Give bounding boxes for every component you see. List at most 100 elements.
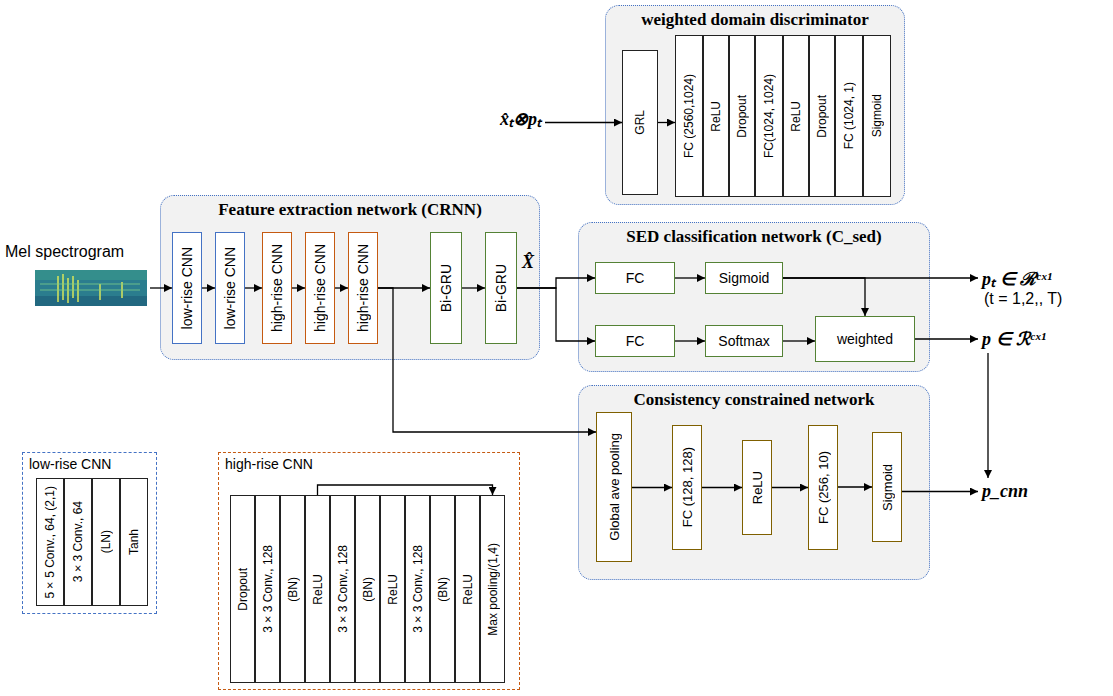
layer-label: weighted — [837, 331, 893, 347]
group-title: weighted domain discriminator — [605, 10, 905, 30]
layer-box: Dropout — [230, 495, 255, 683]
layer-label: (LN) — [99, 530, 113, 553]
layer-box: weighted — [815, 316, 915, 362]
group-title: SED classification network (C_sed) — [578, 227, 930, 247]
signal-label: p ∈ ℛᶜˣ¹ — [982, 328, 1046, 350]
layer-label: Global ave pooling — [607, 433, 622, 541]
legend-panel: low-rise CNN 5×5 Conv., 64, (2,1) 3×3 Conv… — [22, 452, 157, 614]
layer-box: Bi-GRU — [485, 232, 517, 344]
network-group: Consistency constrained networkGlobal av… — [578, 385, 930, 580]
layer-box: high-rise CNN — [348, 232, 378, 344]
input-arrow — [545, 122, 622, 123]
connector-arrow — [783, 278, 865, 316]
layer-box: low-rise CNN — [215, 232, 245, 344]
spectrogram-image — [35, 270, 147, 306]
layer-label: Dropout — [236, 568, 250, 611]
layer-box: Global ave pooling — [596, 412, 632, 562]
layer-label: 3×3 Conv., 64 — [71, 501, 85, 582]
layer-box: FC — [595, 262, 675, 294]
layer-label: ReLU — [386, 574, 400, 605]
layer-label: Softmax — [718, 333, 769, 349]
connector-arrow — [783, 340, 815, 341]
layer-box: FC — [595, 325, 675, 357]
output-arrow — [915, 338, 978, 339]
layer-label: ReLU — [311, 574, 325, 605]
layer-label: (BN) — [286, 577, 300, 602]
layer-box: (LN) — [92, 478, 120, 606]
connector-arrow — [245, 287, 262, 288]
layer-label: Max pooling/(1,4) — [486, 543, 500, 636]
signal-label: p_cnn — [982, 481, 1028, 502]
connector-arrow — [335, 287, 348, 288]
layer-box: 3×3 Conv., 128 — [405, 495, 430, 683]
connector-arrow — [658, 122, 675, 123]
layer-box: Dropout — [729, 35, 755, 197]
layer-label: (BN) — [436, 577, 450, 602]
layer-box: 3×3 Conv., 128 — [330, 495, 355, 683]
signal-label: pₜ ∈ ℛᶜˣ¹ — [982, 266, 1052, 290]
layer-box: Sigmoid — [872, 432, 902, 542]
connector-arrow — [838, 486, 872, 487]
network-group: SED classification network (C_sed) FC Sigm… — [578, 222, 930, 372]
layer-label: Dropout — [735, 95, 749, 138]
layer-box: high-rise CNN — [305, 232, 335, 344]
network-group: Feature extraction network (CRNN) low-ris… — [160, 195, 540, 360]
connector-arrow — [517, 288, 595, 341]
signal-label: (t = 1,2,, T) — [984, 290, 1062, 308]
connector-arrow — [675, 340, 705, 341]
layer-box: (BN) — [280, 495, 305, 683]
layer-label: ReLU — [709, 101, 723, 132]
layer-box: ReLU — [455, 495, 480, 683]
layer-label: 3×3 Conv., 128 — [336, 545, 350, 633]
input-label: Mel spectrogram — [5, 243, 124, 261]
input-arrow — [150, 287, 172, 288]
layer-label: 5×5 Conv., 64, (2,1) — [43, 486, 57, 599]
connector-arrow — [702, 487, 742, 488]
output-arrow — [783, 277, 978, 278]
layer-label: FC (1024, 1) — [842, 82, 856, 149]
layer-box: FC (128, 128) — [672, 425, 702, 550]
layer-label: low-rise CNN — [179, 247, 195, 329]
layer-box: ReLU — [305, 495, 330, 683]
connector-arrow — [462, 287, 485, 288]
layer-box: ReLU — [742, 440, 772, 535]
layer-label: FC(1024, 1024) — [762, 74, 776, 158]
layer-label: (BN) — [361, 577, 375, 602]
layer-box: Dropout — [809, 35, 835, 197]
layer-box: 3×3 Conv., 128 — [255, 495, 280, 683]
output-arrow — [987, 353, 988, 478]
layer-box: Sigmoid — [705, 262, 783, 294]
layer-label: ReLU — [461, 574, 475, 605]
layer-label: high-rise CNN — [355, 244, 371, 332]
layer-label: Dropout — [815, 95, 829, 138]
layer-label: ReLU — [750, 471, 765, 504]
output-arrow — [902, 491, 978, 492]
layer-label: FC (256, 10) — [816, 451, 831, 524]
connector-arrow — [517, 278, 595, 288]
layer-label: Sigmoid — [870, 94, 884, 137]
layer-box: Max pooling/(1,4) — [480, 495, 505, 683]
layer-box: (BN) — [430, 495, 455, 683]
group-title: low-rise CNN — [29, 456, 111, 472]
layer-label: high-rise CNN — [312, 244, 328, 332]
layer-label: Tanh — [127, 529, 141, 555]
layer-label: GRL — [633, 110, 647, 135]
layer-box: ReLU — [783, 35, 809, 197]
layer-label: 3×3 Conv., 128 — [411, 545, 425, 633]
layer-label: Sigmoid — [880, 464, 895, 511]
layer-box: FC(1024, 1024) — [755, 35, 783, 197]
layer-label: FC (2560,1024) — [682, 74, 696, 158]
layer-label: FC — [626, 270, 645, 286]
layer-box: Softmax — [705, 325, 783, 357]
signal-label: x̂ₜ⊗pₜ — [500, 106, 541, 130]
layer-box: low-rise CNN — [172, 232, 202, 344]
legend-panel: high-rise CNN Dropout 3×3 Conv., 128 (BN) Re… — [218, 452, 520, 690]
layer-label: Bi-GRU — [438, 264, 454, 312]
connector-arrow — [675, 277, 705, 278]
group-title: Feature extraction network (CRNN) — [160, 200, 540, 220]
layer-label: 3×3 Conv., 128 — [261, 545, 275, 633]
group-title: high-rise CNN — [225, 456, 313, 472]
layer-box: Sigmoid — [863, 35, 891, 197]
